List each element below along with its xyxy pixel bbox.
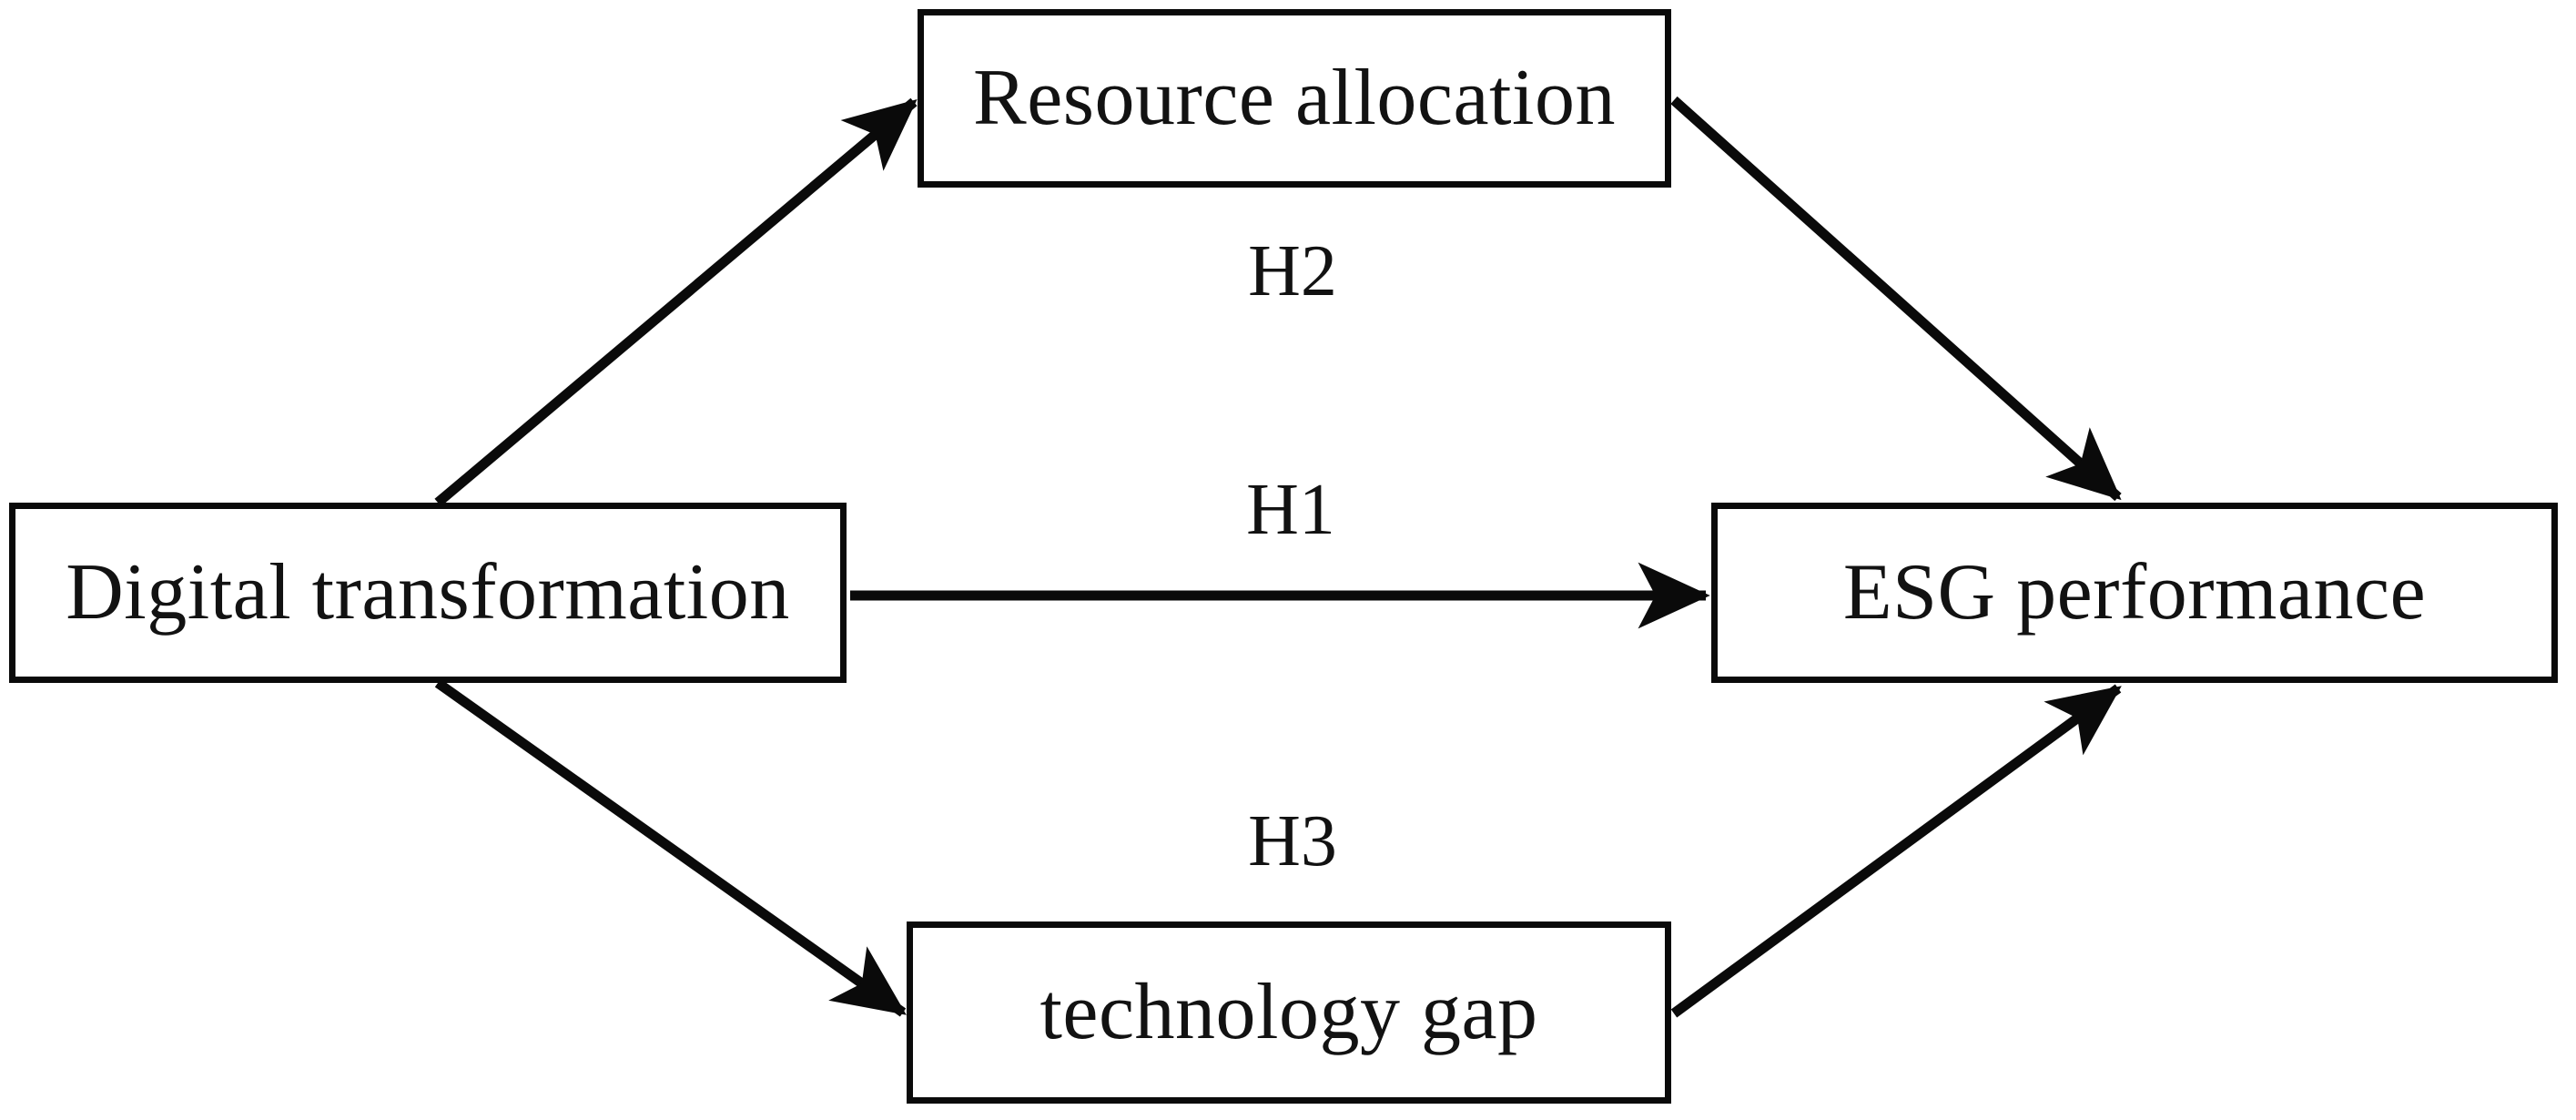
node-resource-allocation-label: Resource allocation <box>973 54 1616 142</box>
node-digital-transformation[interactable]: Digital transformation <box>9 503 847 683</box>
node-technology-gap-label: technology gap <box>1040 968 1538 1056</box>
node-esg-performance[interactable]: ESG performance <box>1711 503 2558 683</box>
node-technology-gap[interactable]: technology gap <box>907 921 1671 1104</box>
edge-techgap-to-esg-line <box>1670 684 2122 1018</box>
edge-label-h1: H1 <box>1246 470 1335 550</box>
node-resource-allocation[interactable]: Resource allocation <box>918 9 1671 188</box>
node-digital-transformation-label: Digital transformation <box>66 548 790 636</box>
edge-resource-to-esg-line <box>1670 96 2122 502</box>
node-esg-performance-label: ESG performance <box>1842 548 2427 636</box>
edge-h3-line <box>434 678 907 1017</box>
edge-h2-line <box>434 97 918 507</box>
edge-label-h2: H2 <box>1248 231 1337 311</box>
edge-label-h3: H3 <box>1248 801 1337 881</box>
